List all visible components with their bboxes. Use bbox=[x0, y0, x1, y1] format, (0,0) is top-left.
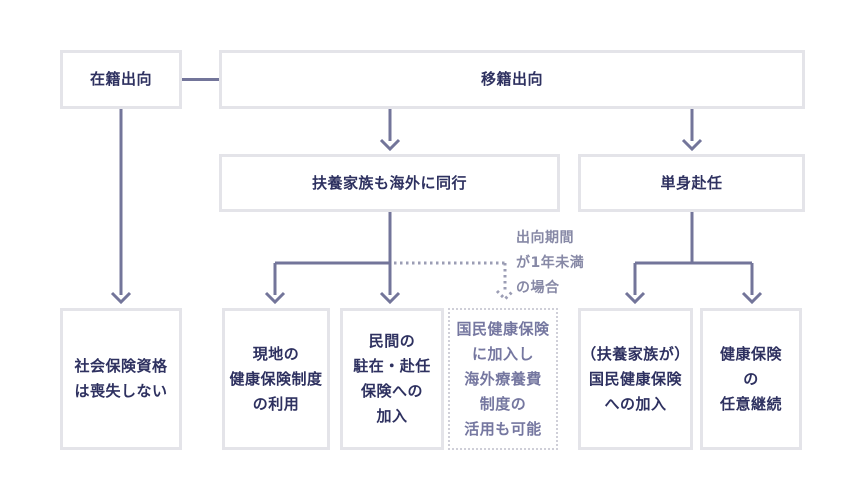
node-national-health-overseas-care: 国民健康保険 に加入し 海外療養費 制度の 活用も可能 bbox=[448, 308, 558, 450]
node-dependents-accompany: 扶養家族も海外に同行 bbox=[219, 154, 560, 212]
node-iseki-shukko: 移籍出向 bbox=[219, 50, 805, 109]
node-private-expat-insurance: 民間の 駐在・赴任 保険への 加入 bbox=[340, 308, 444, 450]
dotted-connectors bbox=[394, 261, 515, 302]
node-social-insurance-retained: 社会保険資格 は喪失しない bbox=[60, 308, 182, 450]
node-zaiseki-shukko: 在籍出向 bbox=[60, 50, 182, 109]
arrowhead-kenpo bbox=[741, 291, 763, 305]
node-single-assignment: 単身赴任 bbox=[578, 154, 805, 212]
arrowhead-fuyou-kokumin bbox=[624, 291, 646, 305]
node-voluntary-continuation: 健康保険 の 任意継続 bbox=[700, 308, 802, 450]
arrowhead-iseki-fuyou bbox=[379, 138, 401, 152]
node-local-health-insurance: 現地の 健康保険制度 の利用 bbox=[222, 308, 330, 450]
arrowhead-zaiseki bbox=[110, 291, 132, 305]
arrowhead-minkan bbox=[379, 291, 401, 305]
annotation-period-under-one-year: 出向期間 が1年未満 の場合 bbox=[516, 230, 585, 296]
arrowhead-iseki-tanshin bbox=[681, 138, 703, 152]
arrowhead-genchi bbox=[264, 291, 286, 305]
dotted-arrowhead bbox=[495, 289, 515, 302]
node-dependents-national-health: （扶養家族が） 国民健康保険 への加入 bbox=[578, 308, 693, 450]
solid-connectors bbox=[110, 78, 763, 305]
